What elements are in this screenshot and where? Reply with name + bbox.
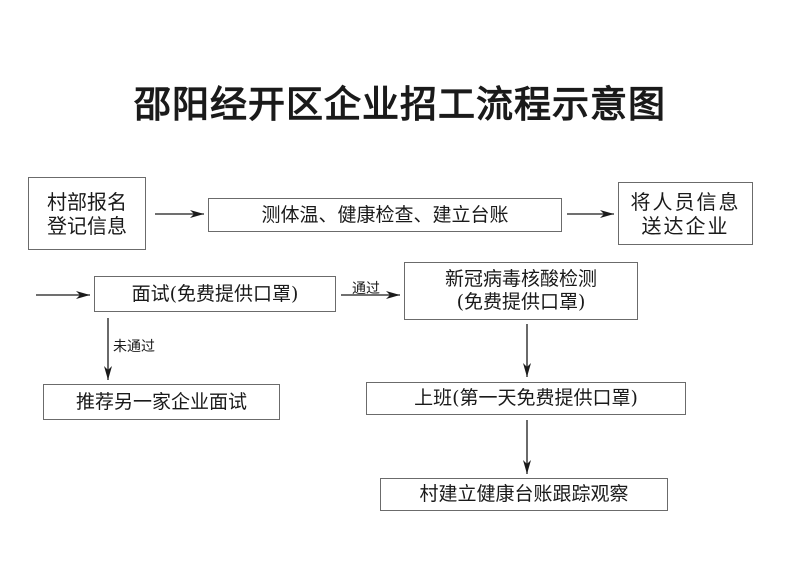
step-test-box: 新冠病毒核酸检测 (免费提供口罩) bbox=[404, 262, 638, 320]
step-interview-box: 面试(免费提供口罩) bbox=[94, 276, 336, 312]
step-register-line1: 村部报名 bbox=[47, 189, 127, 214]
step-test-line2: (免费提供口罩) bbox=[456, 291, 586, 313]
label-fail: 未通过 bbox=[113, 339, 155, 355]
step-register-box: 村部报名 登记信息 bbox=[28, 177, 146, 250]
step-send-line1: 将人员信息 bbox=[630, 189, 741, 214]
step-register-line2: 登记信息 bbox=[47, 213, 127, 238]
step-health-check-box: 测体温、健康检查、建立台账 bbox=[208, 198, 562, 232]
step-work-box: 上班(第一天免费提供口罩) bbox=[366, 382, 686, 415]
step-test-line1: 新冠病毒核酸检测 bbox=[444, 268, 597, 291]
diagram-title: 邵阳经开区企业招工流程示意图 bbox=[134, 83, 666, 126]
step-tracking-box: 村建立健康台账跟踪观察 bbox=[380, 478, 668, 511]
step-send-box: 将人员信息 送达企业 bbox=[618, 182, 753, 245]
step-send-line2: 送达企业 bbox=[641, 213, 730, 238]
step-recommend-box: 推荐另一家企业面试 bbox=[43, 384, 280, 420]
label-pass: 通过 bbox=[352, 281, 380, 297]
